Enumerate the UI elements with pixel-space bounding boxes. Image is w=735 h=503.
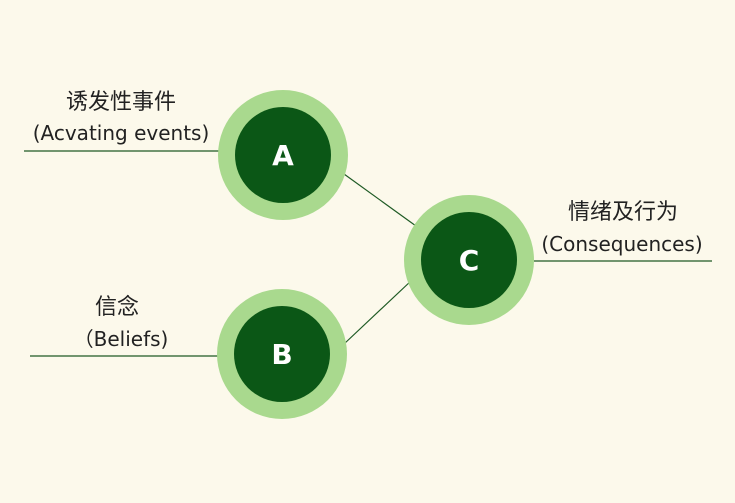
node-a: A [218, 90, 348, 220]
label-a-en: (Acvating events) [33, 121, 210, 145]
connector-a-c [343, 173, 417, 227]
node-a-core [235, 107, 331, 203]
label-a: 诱发性事件 (Acvating events) [33, 90, 210, 145]
node-b-letter: B [271, 338, 292, 371]
label-c: 情绪及行为 (Consequences) [541, 200, 702, 256]
connector-b-c [343, 279, 413, 345]
node-c: C [404, 195, 534, 325]
node-c-core [421, 212, 517, 308]
label-c-cn: 情绪及行为 [568, 200, 678, 225]
node-b: B [217, 289, 347, 419]
label-a-cn: 诱发性事件 [66, 90, 176, 115]
node-b-core [234, 306, 330, 402]
label-c-en: (Consequences) [541, 232, 702, 256]
label-b-cn: 信念 [95, 295, 139, 320]
node-a-letter: A [272, 139, 294, 172]
label-b-en: （Beliefs) [74, 327, 169, 351]
node-c-letter: C [459, 244, 480, 277]
label-b: 信念 （Beliefs) [74, 295, 169, 351]
